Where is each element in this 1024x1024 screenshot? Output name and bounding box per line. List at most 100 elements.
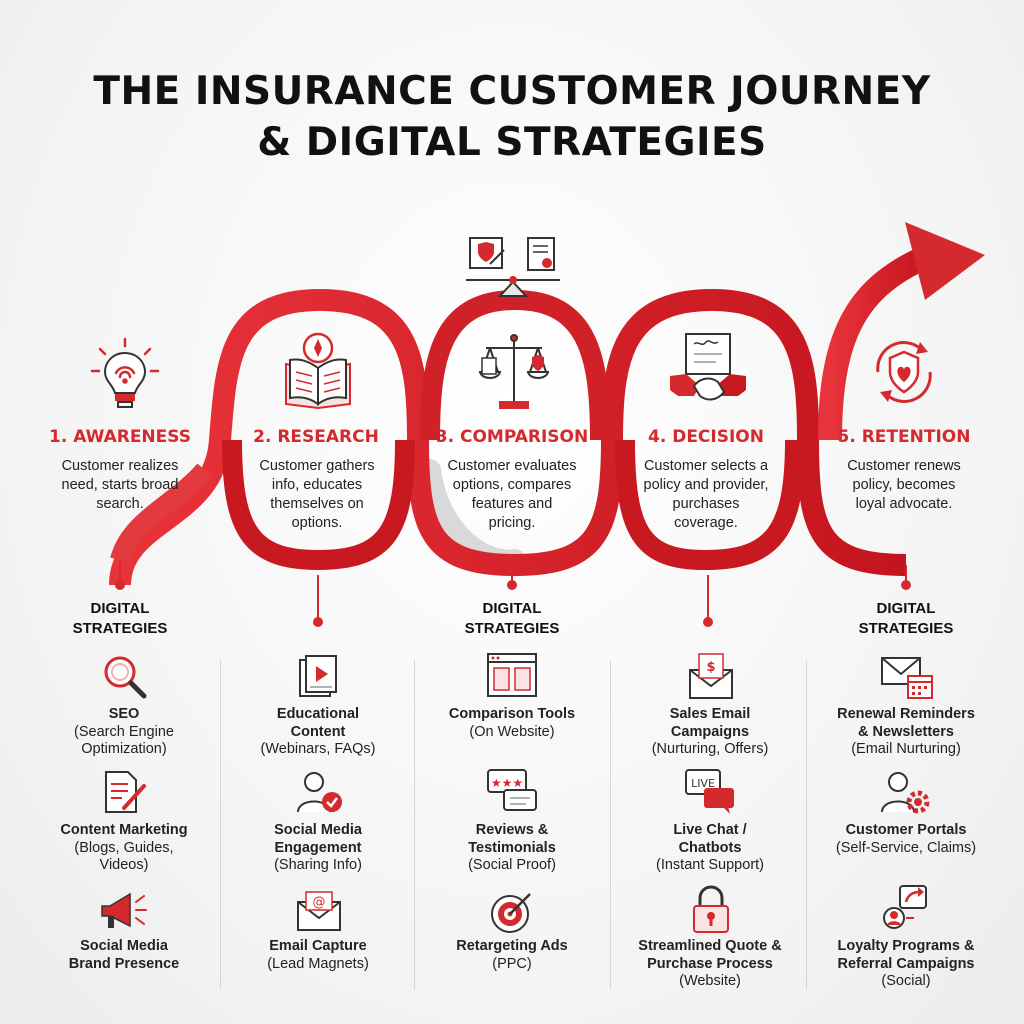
strategy-name: Content [290,723,346,740]
book-compass-icon [285,332,351,410]
stage-desc-comparison: Customer evaluates options, compares fea… [427,457,597,533]
strategy-social-brand: Social Media Brand Presence [24,938,224,973]
desc-line: info, educates [271,477,363,493]
digital-strategies-heading: DIGITAL STRATEGIES [821,599,991,639]
desc-line: Customer realizes [61,458,179,474]
handshake-contract-icon [670,333,746,401]
browser-compare-icon [487,653,537,697]
strategy-sub: (On Website) [469,723,555,740]
contract-shield-icon [469,237,505,269]
heading-line: STRATEGIES [858,620,954,637]
magnifier-icon [104,656,147,699]
stage-title-decision: 4. DECISION [648,427,764,447]
strategy-sub: (Nurturing, Offers) [651,741,769,757]
strategy-name: Live Chat / [673,822,747,838]
desc-line: policy and provider, [643,477,769,493]
user-gear-icon [881,772,930,814]
strategy-sub: (Webinars, FAQs) [260,741,376,757]
desc-line: search. [96,496,144,512]
strategy-live-chat: Live Chat / Chatbots (Instant Support) [610,822,810,875]
strategy-name: & Newsletters [858,723,954,740]
stage-desc-research: Customer gathers info, educates themselv… [232,457,402,533]
scale-icon [478,334,550,409]
strategy-name: Loyalty Programs & [837,938,975,954]
strategy-name: Retargeting Ads [456,938,568,954]
strategy-sub: (Self-Service, Claims) [835,839,977,856]
column-divider [414,660,415,990]
strategy-comparison-tools: Comparison Tools (On Website) [412,706,612,741]
svg-text:$: $ [706,660,715,675]
strategy-sales-email: Sales Email Campaigns (Nurturing, Offers… [610,706,810,759]
strategy-sub: (PPC) [492,955,532,972]
heading-line: DIGITAL [482,600,542,617]
strategy-name: Comparison Tools [448,706,576,722]
strategy-sub: (Blogs, Guides, [74,839,174,856]
strategy-reviews: Reviews & Testimonials (Social Proof) [412,822,612,875]
strategy-name: Reviews & [475,822,549,838]
strategy-sub: (Email Nurturing) [851,741,961,757]
stage-desc-decision: Customer selects a policy and provider, … [621,457,791,533]
strategy-name: Email Capture [269,938,367,954]
heading-line: STRATEGIES [72,620,168,637]
strategy-seo: SEO (Search Engine Optimization) [24,706,224,759]
stage-title-research: 2. RESEARCH [253,427,379,447]
desc-line: options, compares [452,477,572,493]
strategy-loyalty-programs: Loyalty Programs & Referral Campaigns (S… [806,938,1006,991]
connectors [115,560,911,627]
column-divider [220,660,221,990]
document-pen-icon [105,771,146,813]
strategy-name: Purchase Process [647,955,773,972]
strategy-sub: Videos) [99,857,149,873]
strategy-name: Engagement [274,839,362,856]
strategy-sub: (Instant Support) [656,857,764,873]
lightbulb-icon [90,337,160,408]
stage-desc-retention: Customer renews policy, becomes loyal ad… [819,457,989,514]
strategy-name: Testimonials [468,839,556,856]
desc-line: options. [291,515,343,531]
strategy-sub: (Social) [881,973,931,989]
desc-line: need, starts broad [61,477,179,493]
shield-heart-icon [876,341,932,403]
column-divider [806,660,807,990]
email-at-icon: @ [297,891,341,931]
padlock-icon [693,885,729,933]
heading-line: DIGITAL [90,600,150,617]
stage-title-retention: 5. RETENTION [837,427,971,447]
strategy-social-engagement: Social Media Engagement (Sharing Info) [218,822,418,875]
strategy-email-capture: Email Capture (Lead Magnets) [218,938,418,973]
digital-strategies-heading: DIGITAL STRATEGIES [427,599,597,639]
strategy-name: Social Media [274,822,362,838]
strategy-educational-content: Educational Content (Webinars, FAQs) [218,706,418,759]
strategy-name: Educational [276,706,360,722]
share-user-icon [883,885,927,929]
balance-scale-icon [466,276,560,297]
digital-strategies-heading: DIGITAL STRATEGIES [35,599,205,639]
desc-line: Customer evaluates [447,458,577,474]
desc-line: Customer selects a [643,458,769,474]
svg-text:@: @ [313,895,326,910]
user-check-icon [297,772,342,813]
comparison-loop [420,289,610,441]
strategy-sub: (Social Proof) [468,857,556,873]
strategy-name: SEO [108,706,140,722]
page-subtitle: & DIGITAL STRATEGIES [257,120,767,165]
stage-desc-awareness: Customer realizes need, starts broad sea… [35,457,205,514]
strategy-name: Sales Email [669,706,751,722]
strategy-sub: (Search Engine [74,723,174,740]
strategy-name: Social Media [80,938,168,954]
strategy-name: Referral Campaigns [837,955,975,972]
strategy-name: Renewal Reminders [837,706,975,722]
strategy-retargeting: Retargeting Ads (PPC) [412,938,612,973]
strategy-name: Content Marketing [60,822,188,838]
strategy-customer-portals: Customer Portals (Self-Service, Claims) [806,822,1006,857]
strategy-name: Customer Portals [845,822,967,838]
decision-loop [615,439,805,571]
strategy-sub: (Website) [679,973,741,989]
arrow-shaft [818,243,935,441]
strategy-name: Chatbots [678,839,742,856]
strategy-name: Campaigns [670,723,750,740]
review-stars-icon: ★★★ [487,769,537,811]
video-doc-icon [299,655,337,697]
research-loop [222,439,415,571]
